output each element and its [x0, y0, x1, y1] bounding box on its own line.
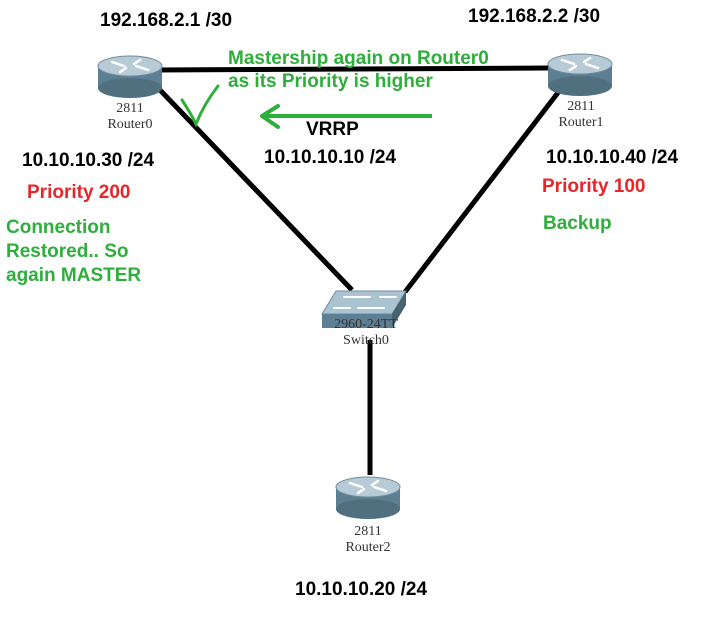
- router0-wan-address: 192.168.2.1 /30: [100, 10, 233, 31]
- router-icon: [97, 55, 163, 98]
- router0-lan-address: 10.10.10.30 /24: [22, 150, 155, 171]
- link-router0-router1: [154, 65, 549, 73]
- router1-name: Router1: [558, 115, 604, 130]
- router1-priority: Priority 100: [542, 176, 646, 197]
- virtual-ip-address: 10.10.10.10 /24: [264, 147, 397, 168]
- router1-role: Backup: [543, 213, 612, 234]
- switch0-label[interactable]: 2960-24TT Switch0: [318, 317, 414, 349]
- switch-icon: [321, 290, 407, 328]
- router2-label[interactable]: 2811 Router2: [338, 524, 398, 556]
- protocol-label: VRRP: [306, 119, 359, 140]
- router0-status-note: Connection Restored.. So again MASTER: [6, 217, 142, 286]
- router0-priority: Priority 200: [27, 182, 131, 203]
- router0-model: 2811: [116, 101, 144, 116]
- router-icon: [547, 53, 613, 96]
- router0-name: Router0: [107, 117, 153, 132]
- link-router0-switch0: [158, 88, 354, 292]
- link-router1-switch0: [403, 88, 562, 294]
- arrow-left-icon: [260, 104, 432, 129]
- check-mark-icon: [180, 84, 220, 128]
- mastership-note: Mastership again on Router0 as its Prior…: [228, 48, 489, 92]
- switch0-name: Switch0: [343, 333, 389, 348]
- router1-wan-address: 192.168.2.2 /30: [468, 6, 601, 27]
- router1-label[interactable]: 2811 Router1: [551, 99, 611, 131]
- router2-lan-address: 10.10.10.20 /24: [295, 579, 428, 600]
- router0-label[interactable]: 2811 Router0: [100, 101, 160, 133]
- router2-model: 2811: [354, 524, 382, 539]
- router1-lan-address: 10.10.10.40 /24: [546, 147, 679, 168]
- router1-model: 2811: [567, 99, 595, 114]
- router-icon: [335, 476, 401, 519]
- switch0-model: 2960-24TT: [334, 317, 398, 332]
- router2-name: Router2: [345, 540, 391, 555]
